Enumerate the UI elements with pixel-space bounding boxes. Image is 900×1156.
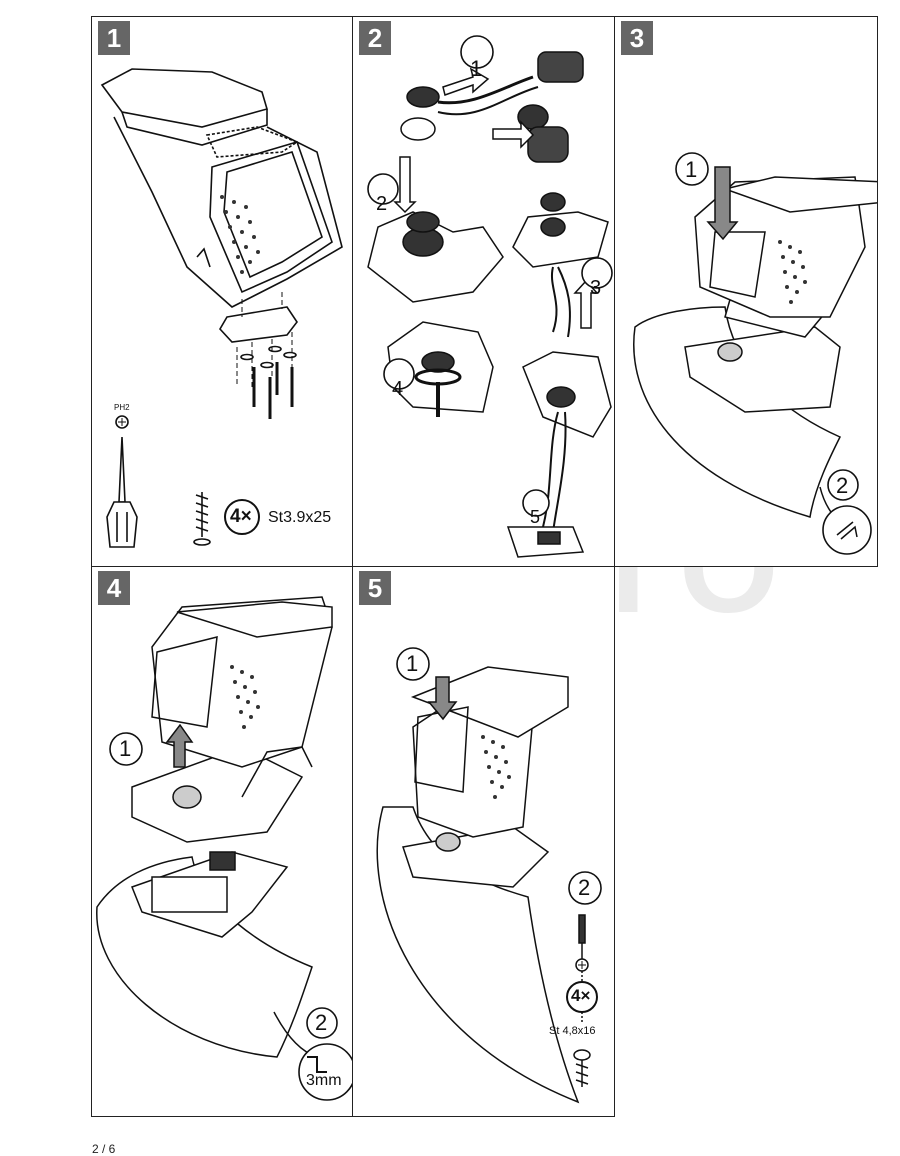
page-number: 2 / 6 [92,1142,116,1156]
step-number-badge: 2 [359,21,391,55]
tool-label: PH2 [114,403,130,412]
armrest-placement-illustration [633,152,877,555]
armrest-drill-illustration [96,596,352,1101]
armrest-bottom-mount-illustration [100,68,343,548]
screw-spec: St3.9x25 [268,509,332,526]
step-number-badge: 5 [359,571,391,605]
step-number-badge: 3 [621,21,653,55]
callout-1: 1 [470,56,483,81]
callout-1: 1 [119,736,132,761]
step-number-badge: 4 [98,571,130,605]
step-number-badge: 1 [98,21,130,55]
step-panel-1: 1 [91,16,353,567]
callout-2: 2 [578,875,591,900]
step-panel-2: 2 [352,16,615,567]
hole-spec: 3mm [306,1072,342,1089]
step-panel-5: 5 [352,566,615,1117]
callout-2: 2 [315,1010,328,1035]
screw-count: 4× [571,986,591,1005]
step-panel-3: 3 1 2 [614,16,878,567]
step-panel-4: 4 1 2 3mm [91,566,353,1117]
armrest-screw-fix-illustration [376,647,602,1104]
callout-1: 1 [406,651,419,676]
screw-count: 4× [230,506,252,527]
screw-spec: St 4,8x16 [549,1025,596,1037]
usb-socket-install-illustration [367,35,613,558]
callout-1: 1 [685,157,698,182]
callout-3: 3 [590,277,602,299]
callout-4: 4 [392,378,404,400]
callout-5: 5 [530,507,541,527]
callout-2: 2 [376,193,388,215]
callout-2: 2 [836,473,849,498]
